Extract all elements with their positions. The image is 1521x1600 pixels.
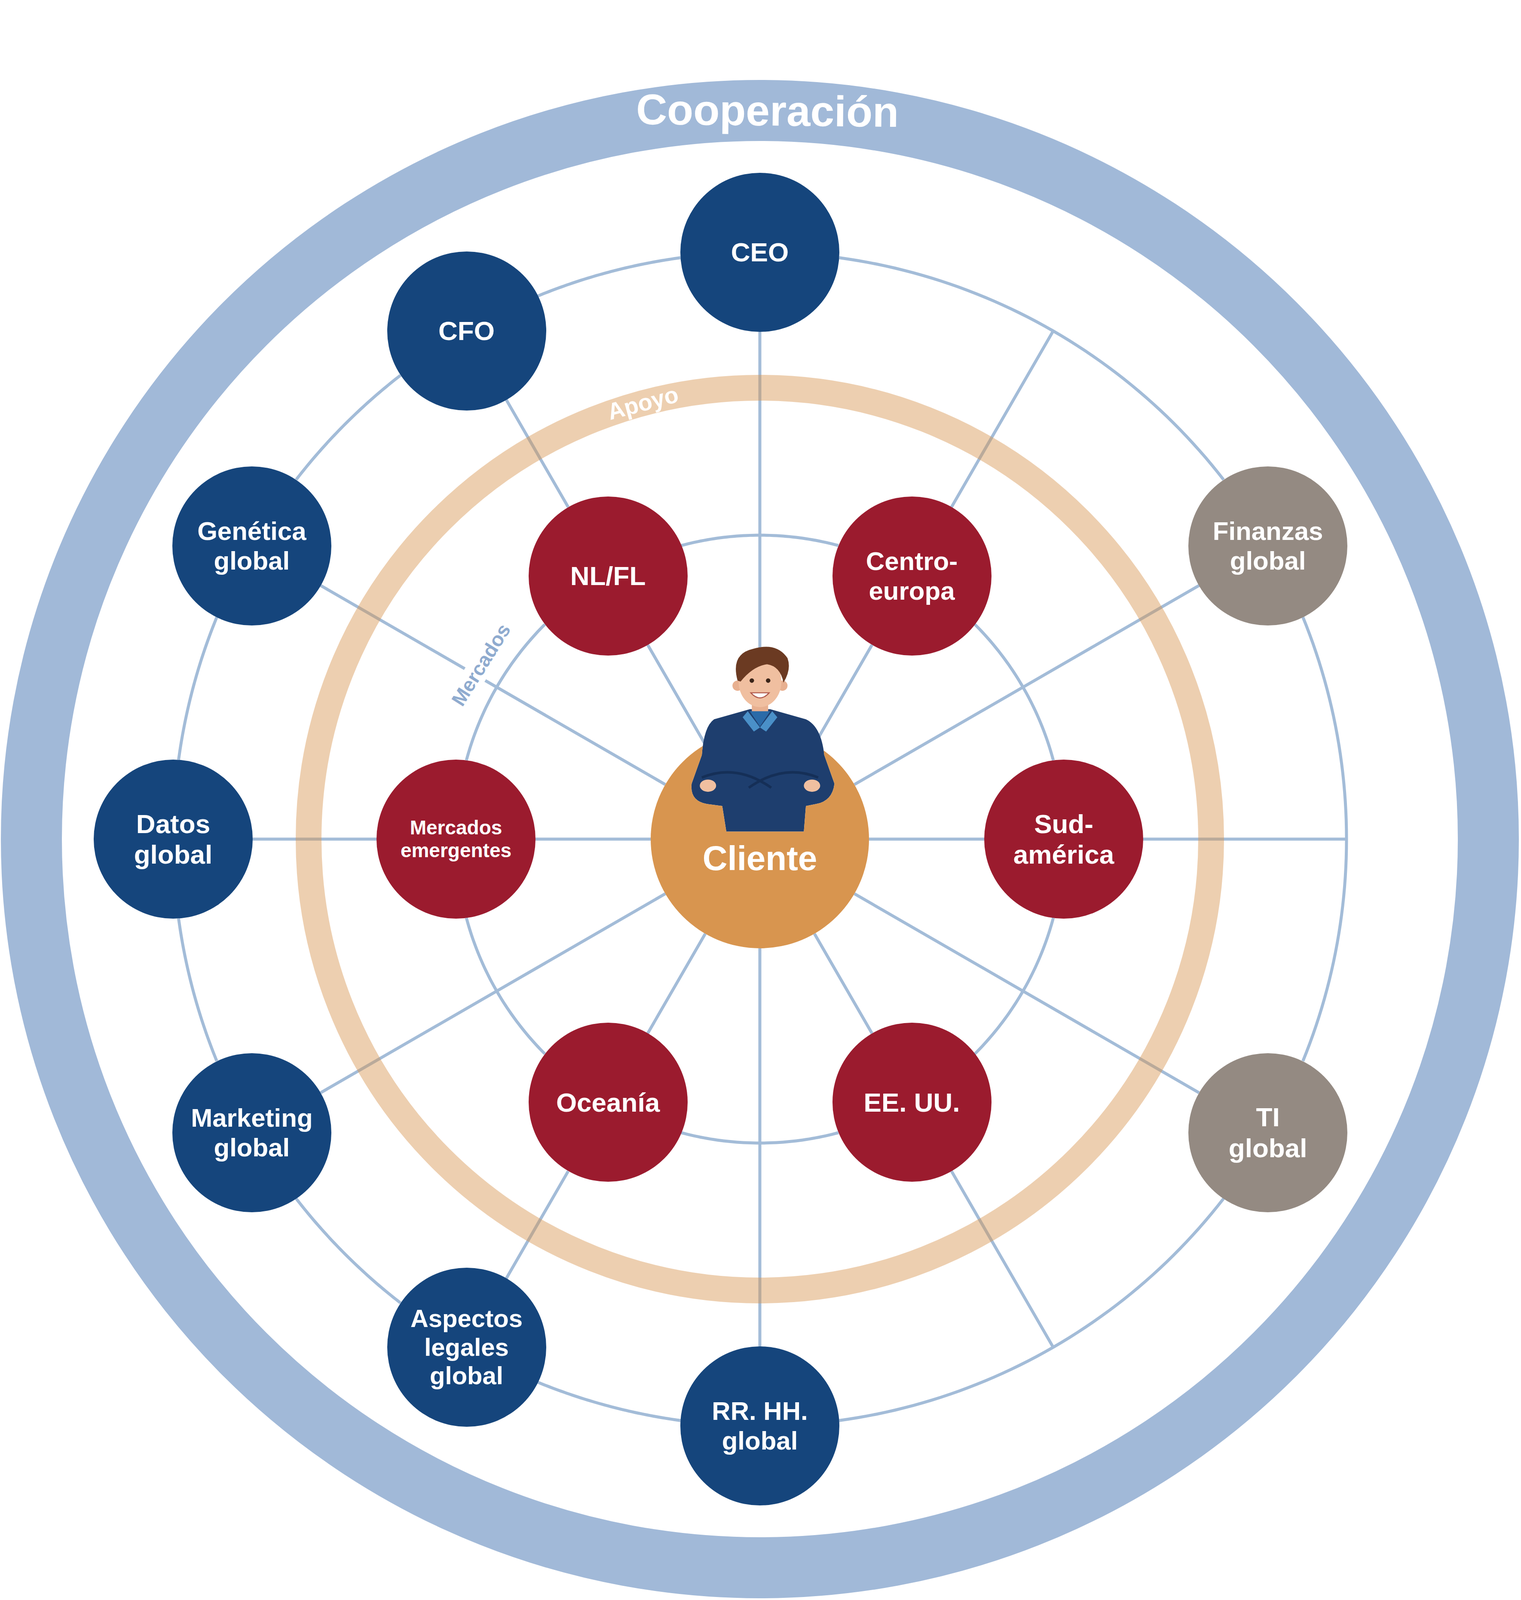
- connector-line: [538, 257, 681, 297]
- support-ring: ApoyoNL/FL Centro- europaSud- américaEE. …: [295, 374, 1225, 1304]
- node-label: CEO: [695, 236, 825, 268]
- connector-line: [296, 1198, 401, 1303]
- support-circle: TI global: [1188, 1052, 1348, 1212]
- function-circle: Marketing global: [172, 1052, 332, 1212]
- circle-fill: [172, 466, 332, 626]
- circle-fill: [387, 251, 547, 411]
- connector-line: [647, 933, 706, 1034]
- connector-line: [681, 1132, 839, 1143]
- ring-caption: Mercados: [445, 617, 517, 713]
- circle-fill: [376, 759, 536, 919]
- person-smile: [750, 692, 770, 698]
- ring-band: [308, 387, 1212, 1291]
- client-circle: Cliente: [650, 729, 870, 949]
- market-circle: Oceanía: [528, 1022, 688, 1182]
- person-collar: [742, 710, 760, 732]
- circle-fill: [680, 172, 840, 332]
- circle-outline: [1188, 466, 1348, 626]
- node-label: Aspectos legales global: [402, 1303, 532, 1390]
- person-collar: [759, 710, 778, 732]
- node-label: Genética global: [187, 516, 317, 576]
- connector-line: [178, 617, 218, 760]
- node-label: Centro- europa: [847, 546, 977, 606]
- person-eye: [765, 678, 771, 683]
- circle-fill: [832, 1022, 992, 1182]
- node-label: Oceanía: [543, 1086, 673, 1118]
- ring-label: Apoyo: [604, 381, 682, 426]
- node-label: Finanzas global: [1203, 516, 1333, 576]
- circle-outline: [1188, 1052, 1348, 1212]
- support-circle: Finanzas global: [1188, 466, 1348, 626]
- circle-fill: [650, 729, 870, 949]
- circle-fill: [528, 496, 688, 656]
- connector-line: [814, 933, 873, 1034]
- circle-fill: [1188, 1052, 1348, 1212]
- market-circle: Mercados emergentes: [376, 759, 536, 919]
- market-circle: EE. UU.: [832, 1022, 992, 1182]
- circle-fill: [832, 496, 992, 656]
- connector-line: [681, 535, 839, 546]
- market-circle: NL/FL: [528, 496, 688, 656]
- circle-fill: [1188, 466, 1348, 626]
- node-label: Sud- américa: [999, 808, 1129, 870]
- connector-line: [178, 918, 218, 1062]
- connector-line: [647, 644, 706, 745]
- node-label: NL/FL: [543, 560, 673, 591]
- circle-outline: [832, 496, 992, 656]
- connector-line: [296, 375, 401, 480]
- circle-fill: [172, 1052, 332, 1212]
- market-circle: Centro- europa: [832, 496, 992, 656]
- circle-fill: [680, 1346, 840, 1506]
- circle-outline: [984, 759, 1144, 919]
- circle-fill: [528, 1022, 688, 1182]
- node-label: Mercados emergentes: [391, 816, 521, 862]
- node-label: EE. UU.: [847, 1086, 977, 1118]
- market-circle: Sud- américa: [984, 759, 1144, 919]
- circle-fill: [387, 1267, 547, 1427]
- connector-line: [869, 837, 985, 841]
- person-hair: [735, 646, 789, 683]
- person-eye: [749, 678, 754, 683]
- connector-line: [535, 837, 651, 841]
- function-circle: Aspectos legales global: [387, 1267, 547, 1427]
- node-label: Marketing global: [187, 1102, 317, 1163]
- connector-line: [814, 644, 873, 745]
- connector-line: [466, 917, 545, 1054]
- function-circle: Datos global: [93, 759, 253, 919]
- node-label: Cliente: [673, 838, 846, 879]
- function-circle: RR. HH. global: [680, 1346, 840, 1506]
- node-label: RR. HH. global: [695, 1395, 825, 1456]
- executive-circle: CFO: [387, 251, 547, 411]
- spoke-line: [1143, 837, 1347, 841]
- function-circle: Genética global: [172, 466, 332, 626]
- circle-outline: [680, 1346, 840, 1506]
- node-label: Datos global: [108, 808, 238, 870]
- circle-outline: [172, 466, 332, 626]
- ring-label: Cooperación: [636, 85, 900, 136]
- executive-circle: CEO: [680, 172, 840, 332]
- connector-line: [974, 624, 1054, 760]
- circle-fill: [984, 759, 1144, 919]
- connector-line: [538, 1382, 681, 1421]
- node-label: TI global: [1224, 1101, 1311, 1163]
- ring-band: [31, 110, 1489, 1568]
- connector-line: [974, 917, 1054, 1054]
- circle-outline: [93, 759, 253, 919]
- circle-outline: [172, 1052, 332, 1212]
- node-label: CFO: [402, 315, 532, 346]
- cooperation-ring: CooperaciónCEO CFO Genética globalDatos gl…: [0, 79, 1519, 1598]
- circle-fill: [93, 759, 253, 919]
